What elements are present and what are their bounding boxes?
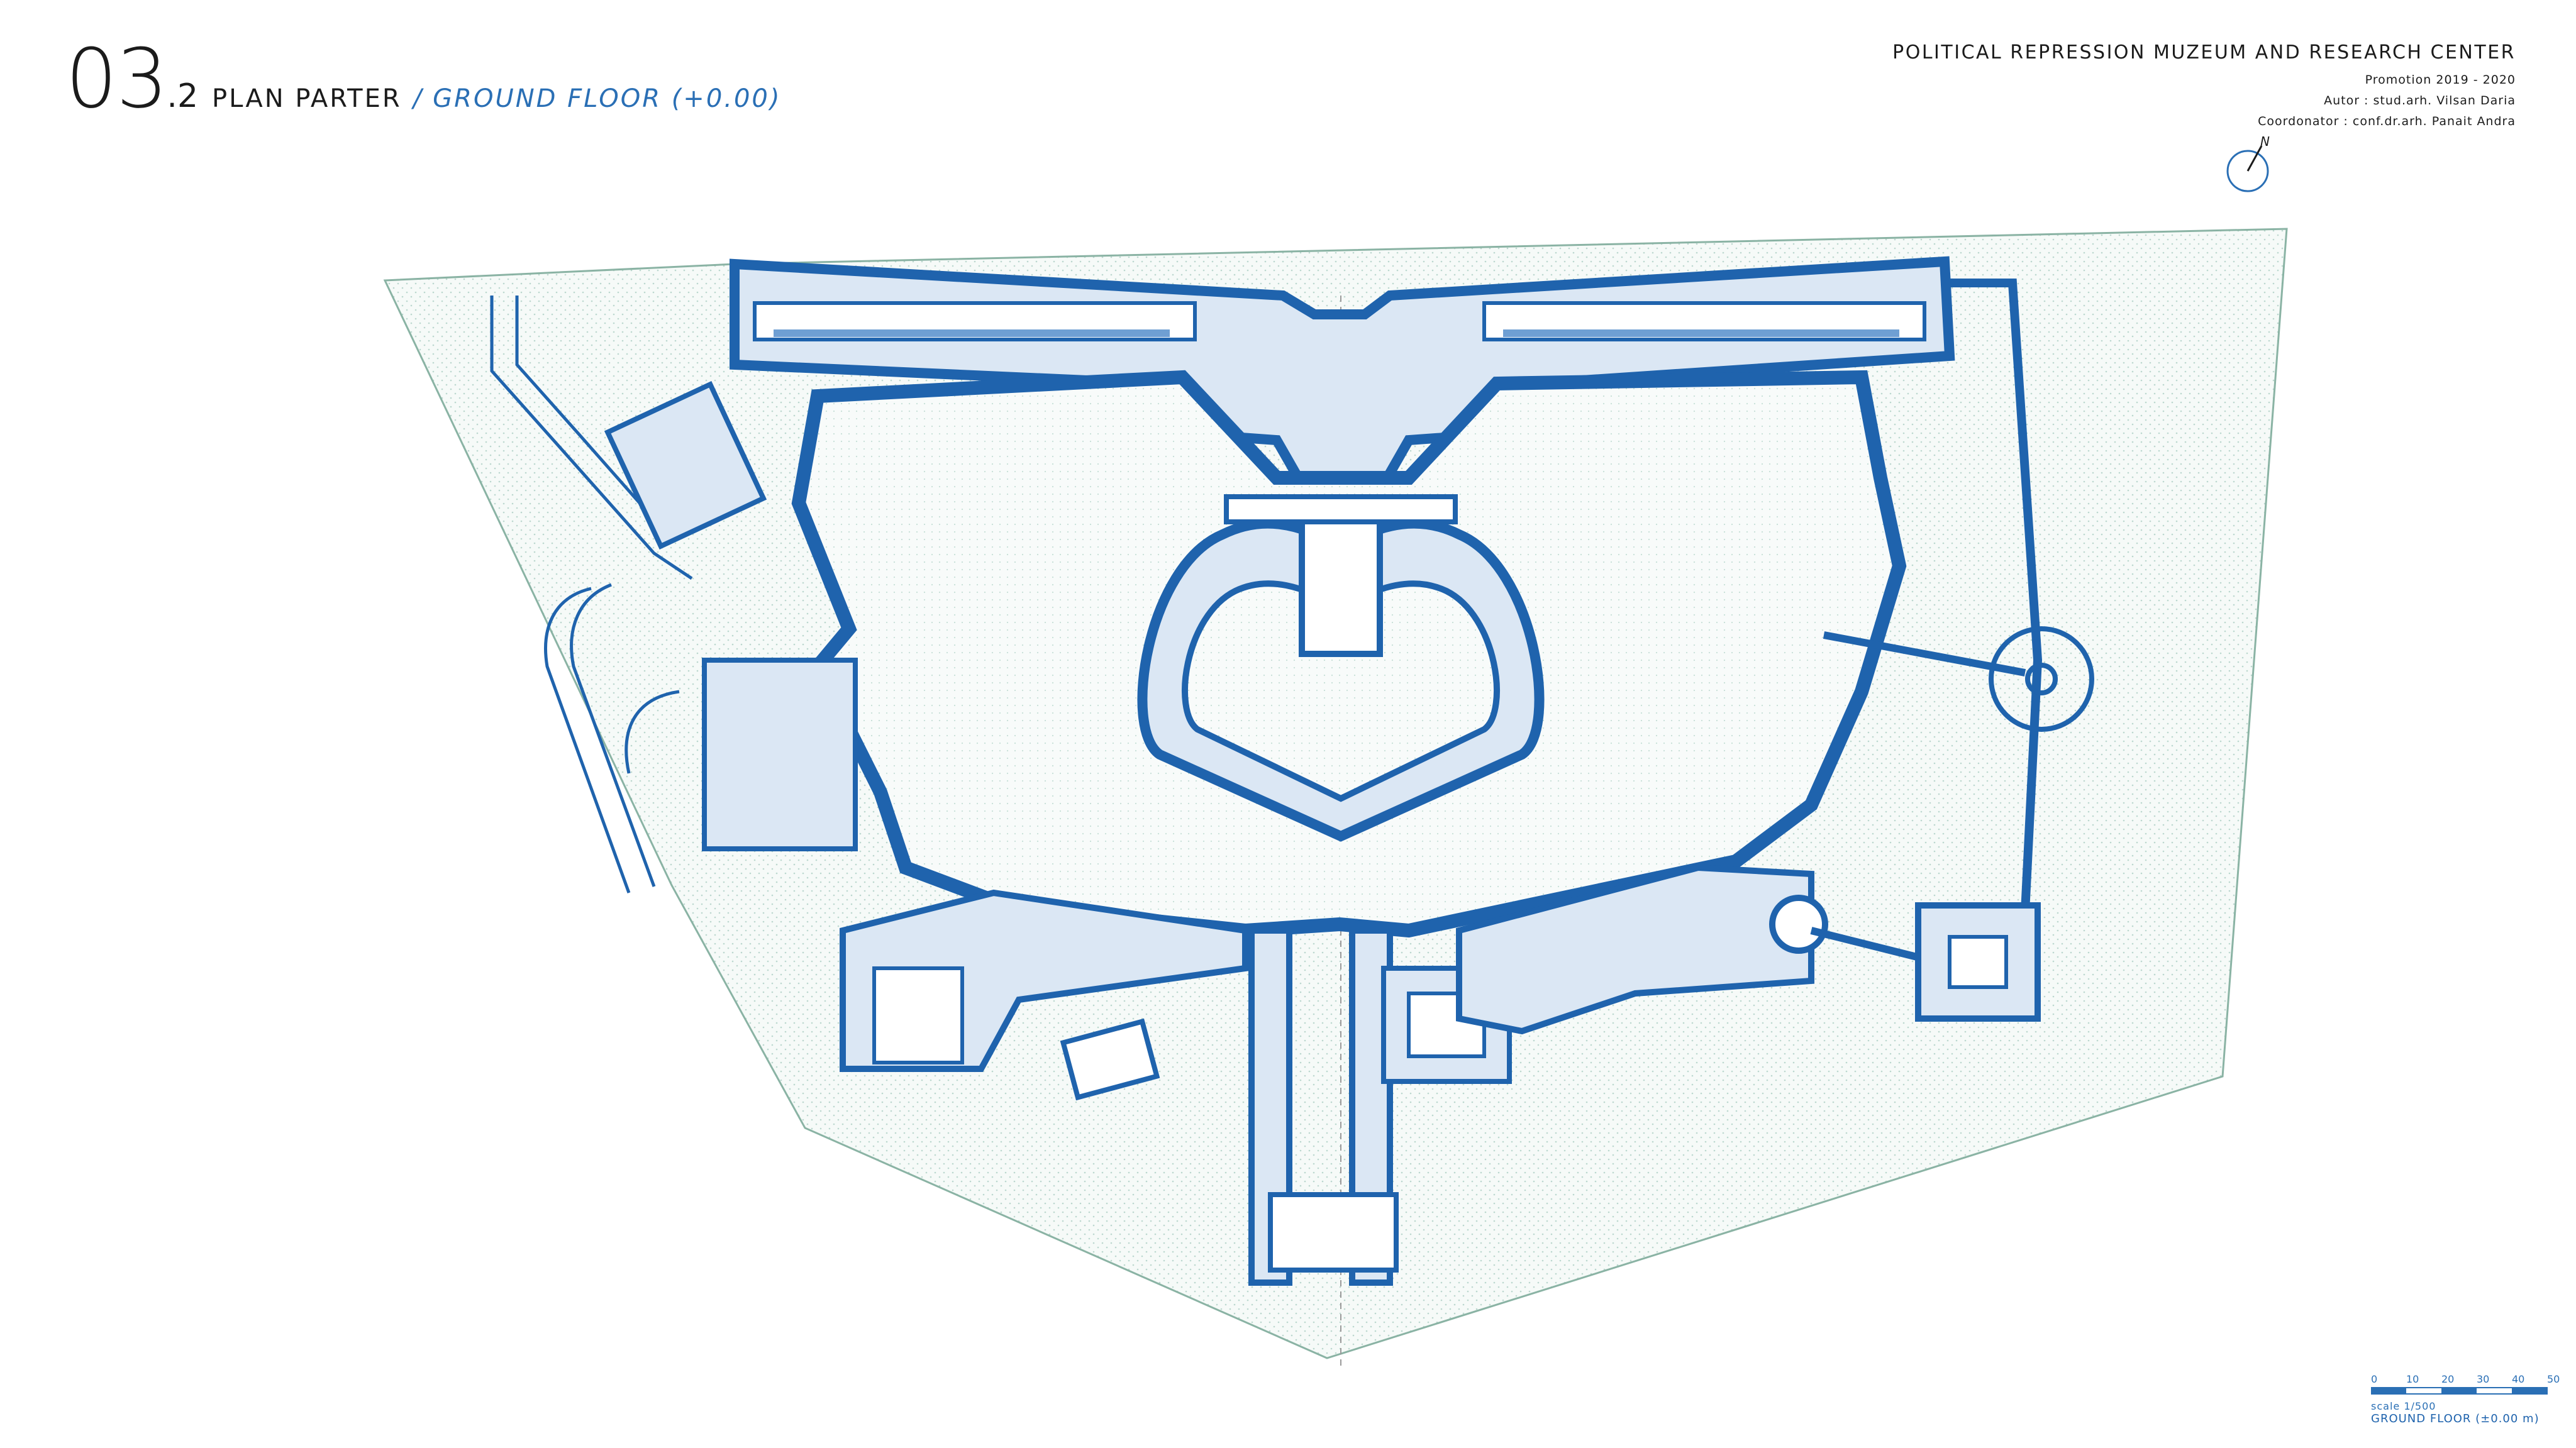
north-arrow-icon: N: [2226, 134, 2270, 192]
sheet-separator: /: [413, 84, 422, 113]
scale-tick: 10: [2406, 1373, 2419, 1385]
sheet-sub-number: .2: [167, 77, 199, 115]
west-access-path: [490, 296, 693, 893]
north-label: N: [2260, 134, 2270, 149]
main-building: [730, 256, 1955, 489]
east-memorial: [1810, 279, 2094, 1022]
east-wing: [1456, 864, 1828, 1035]
project-info: POLITICAL REPRESSION MUZEUM AND RESEARCH…: [1892, 41, 2516, 132]
scale-tick: 0: [2371, 1373, 2378, 1385]
sheet-number: 03: [65, 31, 168, 126]
scale-caption: GROUND FLOOR (±0.00 m): [2371, 1412, 2540, 1425]
central-pavilion: [1137, 494, 1545, 842]
sheet-title: 03 .2 PLAN PARTER / GROUND FLOOR (+0.00): [65, 38, 782, 119]
sheet-name-en: GROUND FLOOR (+0.00): [433, 84, 782, 113]
project-author: Autor : stud.arh. Vilsan Daria: [2324, 94, 2516, 108]
scale-ticks: 0 10 20 30 40 50: [2371, 1373, 2576, 1385]
project-promotion: Promotion 2019 - 2020: [2365, 73, 2516, 87]
project-title: POLITICAL REPRESSION MUZEUM AND RESEARCH…: [1892, 41, 2516, 64]
west-wing: [604, 381, 1248, 1101]
sheet-name: PLAN PARTER: [212, 84, 402, 113]
scale-note: scale 1/500: [2371, 1400, 2436, 1412]
scale-tick: 50: [2547, 1373, 2560, 1385]
scale-bar: 0 10 20 30 40 50 scale 1/500 GROUND FLOO…: [2370, 1373, 2576, 1425]
project-coordinator: Coordonator : conf.dr.arh. Panait Andra: [2258, 114, 2516, 128]
scale-tick: 30: [2477, 1373, 2490, 1385]
scale-graphic: [2370, 1387, 2548, 1395]
scale-tick: 40: [2512, 1373, 2525, 1385]
scale-tick: 20: [2441, 1373, 2455, 1385]
